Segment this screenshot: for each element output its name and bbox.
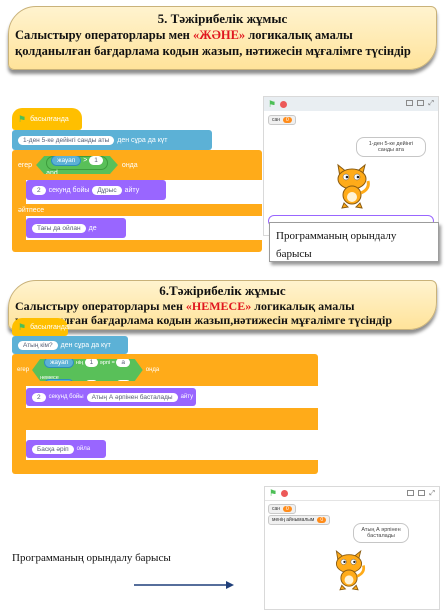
stage1-speech-bubble: 1-ден 5-ке дейінгі санды ата xyxy=(356,137,426,157)
code2-if-else-block[interactable]: егер жауап нің 1 әрпі = а немесе жауап н… xyxy=(12,354,318,386)
section2-title: 6.Тәжірибелік жұмыс xyxy=(159,283,286,298)
stage2-var-monitor-2: менің айнымалым 0 xyxy=(268,515,331,525)
code1-if-arm xyxy=(12,180,26,204)
code2-else-say-block[interactable]: Басқа әріп ойла xyxy=(26,440,106,458)
green-flag-icon[interactable]: ⚑ xyxy=(268,98,277,109)
code2-else-row xyxy=(12,408,318,430)
stage1-caption: Программаның орындалу барысы xyxy=(276,230,397,260)
stage2-caption: Программаның орындалу барысы xyxy=(12,552,171,564)
code1-else-row: әйтпесе xyxy=(12,204,262,216)
code2-else-arm xyxy=(12,430,26,460)
green-flag-icon: ⚑ xyxy=(18,113,27,124)
section2-banner: 6.Тәжірибелік жұмыс Салыстыру операторла… xyxy=(8,280,437,330)
green-flag-icon: ⚑ xyxy=(18,321,27,332)
code1-gt-operator[interactable]: жауап > 1 xyxy=(46,156,108,170)
fullscreen-icon[interactable]: ⤢ xyxy=(428,100,434,107)
large-stage-icon[interactable] xyxy=(417,100,425,106)
code1-if-else-foot xyxy=(12,240,262,252)
code1-hat-block[interactable]: ⚑ басылғанда xyxy=(12,108,82,130)
code2-if-else-foot xyxy=(12,460,318,474)
stop-icon[interactable] xyxy=(281,490,289,497)
small-stage-icon[interactable] xyxy=(407,489,415,496)
stage2-speech-bubble: Атың А әрпінен басталады xyxy=(353,523,409,543)
scratch-cat-sprite[interactable] xyxy=(332,163,372,209)
code2-hat-block[interactable]: ⚑ басылғанда xyxy=(12,318,69,336)
code1-ask-block[interactable]: 1-ден 5-ке дейінгі санды аты ден сұра да… xyxy=(12,130,212,150)
stop-icon[interactable] xyxy=(280,100,288,108)
green-flag-icon[interactable]: ⚑ xyxy=(269,488,278,498)
code1-and-operator[interactable]: жауап > 1 and жауап < 5 xyxy=(36,156,118,174)
stage1-window: ⚑ ⤢ сан 0 1-ден 5-ке дейінгі санды ата xyxy=(263,96,439,236)
stage1-toolbar: ⚑ ⤢ xyxy=(264,97,438,111)
small-stage-icon[interactable] xyxy=(406,100,414,106)
scratch-cat-sprite[interactable] xyxy=(331,549,367,591)
code2-eq-operator-1[interactable]: жауап нің 1 әрпі = а xyxy=(40,359,135,375)
code1-if-else-block[interactable]: егер жауап > 1 and жауап < 5 онда xyxy=(12,150,262,180)
code2-or-operator[interactable]: жауап нің 1 әрпі = а немесе жауап нің 1 … xyxy=(32,359,143,381)
stage1-var-monitor: сан 0 xyxy=(268,115,296,125)
section1-banner: 5. Тәжірибелік жұмыс Салыстыру операторл… xyxy=(8,6,437,70)
code1-else-arm xyxy=(12,216,26,240)
code1-else-say-block[interactable]: Тағы да ойлан де xyxy=(26,218,126,238)
stage1-caption-box: Программаның орындалу барысы xyxy=(269,222,439,262)
arrow-right-icon xyxy=(134,581,234,589)
section1-title: 5. Тәжірибелік жұмыс xyxy=(157,11,288,26)
section1-text: Салыстыру операторлары мен «ЖӘНЕ» логика… xyxy=(15,28,411,58)
code2-ask-block[interactable]: Атың кім? ден сұра да күт xyxy=(12,336,128,354)
stage2-var-monitor-1: сан 0 xyxy=(268,504,296,514)
code2-say-block[interactable]: 2 секунд бойы Атың А әрпінен басталады а… xyxy=(26,388,196,406)
section2-text: Салыстыру операторлары мен «НЕМЕСЕ» логи… xyxy=(15,299,392,327)
code1-say-block[interactable]: 2 секунд бойы Дұрыс айту xyxy=(26,180,166,200)
section2-keyword: «НЕМЕСЕ» xyxy=(185,299,252,313)
fullscreen-icon[interactable]: ⤢ xyxy=(429,489,435,497)
section1-keyword: «ЖӘНЕ» xyxy=(193,28,246,42)
stage2-window: ⚑ ⤢ сан 0 менің айнымалым 0 Атың А әрпін… xyxy=(264,486,440,610)
large-stage-icon[interactable] xyxy=(418,489,426,496)
stage2-toolbar: ⚑ ⤢ xyxy=(265,487,439,501)
